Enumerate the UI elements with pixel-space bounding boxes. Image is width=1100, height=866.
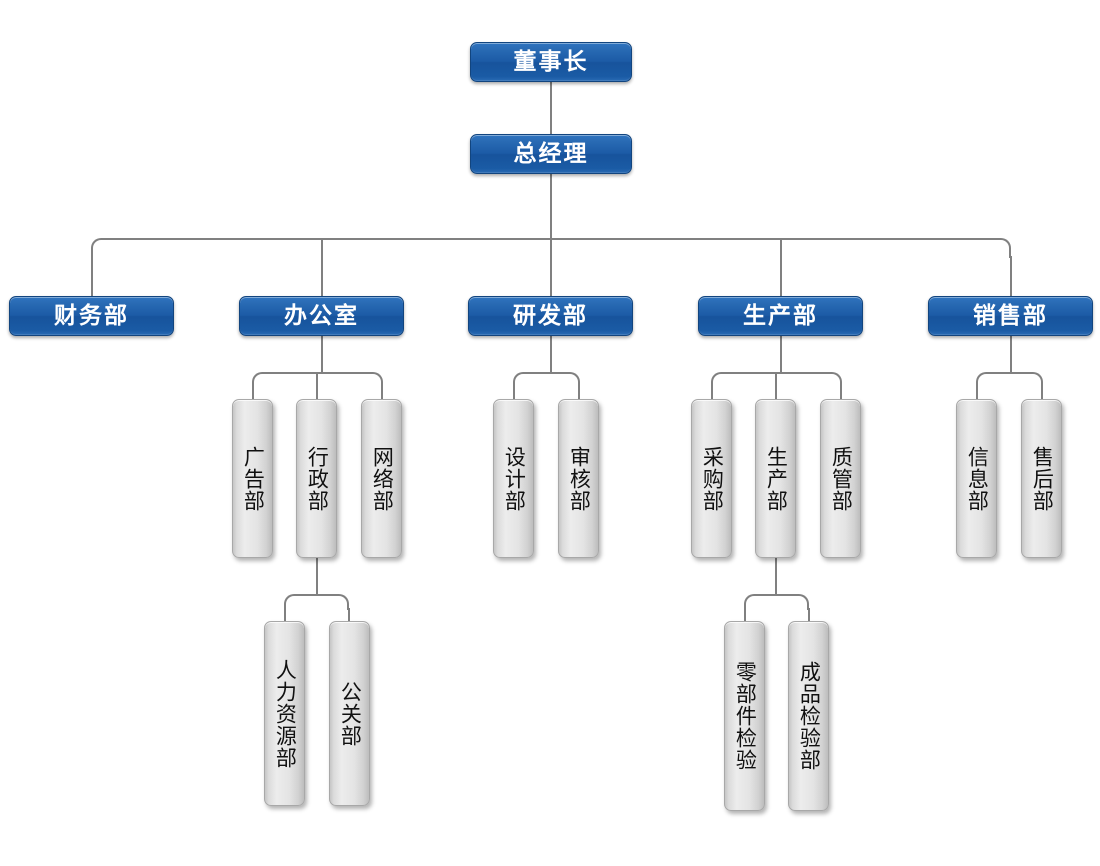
node-procurement[interactable]: 采购部 (691, 399, 732, 558)
node-finance-label: 财务部 (54, 302, 129, 329)
connector-drop-production (780, 238, 782, 296)
connector-drop-office (321, 238, 323, 296)
node-chairman[interactable]: 董事长 (470, 42, 632, 82)
node-hr-label: 人力资源部 (273, 658, 298, 769)
node-information[interactable]: 信息部 (956, 399, 997, 558)
connector-drop-product-inspection (808, 608, 810, 622)
connector-drop-aftersales (1041, 386, 1043, 400)
connector-drop-procurement (711, 386, 713, 400)
connector-drop-manufacturing (775, 372, 777, 400)
connector-drop-parts-inspection (744, 608, 746, 622)
connector-drop-hr (284, 608, 286, 622)
node-manufacturing[interactable]: 生产部 (755, 399, 796, 558)
node-aftersales[interactable]: 售后部 (1021, 399, 1062, 558)
node-product-inspection[interactable]: 成品检验部 (788, 621, 829, 811)
connector-drop-advertising (252, 386, 254, 400)
node-production-label: 生产部 (743, 302, 818, 329)
node-network-label: 网络部 (370, 445, 395, 512)
connector-drop-sales (1010, 256, 1012, 296)
node-design-label: 设计部 (502, 445, 527, 512)
node-sales-label: 销售部 (973, 302, 1048, 329)
connector-administration-stem (316, 558, 318, 594)
node-quality[interactable]: 质管部 (820, 399, 861, 558)
node-design[interactable]: 设计部 (493, 399, 534, 558)
connector-drop-design (513, 386, 515, 400)
node-aftersales-label: 售后部 (1030, 445, 1055, 512)
connector-drop-information (976, 386, 978, 400)
node-product-inspection-label: 成品检验部 (797, 661, 822, 771)
node-parts-inspection[interactable]: 零部件检验 (724, 621, 765, 811)
node-office-label: 办公室 (284, 302, 359, 329)
node-sales[interactable]: 销售部 (928, 296, 1093, 336)
node-hr[interactable]: 人力资源部 (264, 621, 305, 806)
node-review-label: 审核部 (567, 445, 592, 512)
connector-production-stem (780, 336, 782, 372)
node-advertising-label: 广告部 (241, 445, 266, 512)
connector-chairman-to-general-manager (550, 82, 552, 134)
node-review[interactable]: 审核部 (558, 399, 599, 558)
connector-drop-finance (91, 256, 93, 296)
node-network[interactable]: 网络部 (361, 399, 402, 558)
connector-drop-pr (348, 608, 350, 622)
connector-sales-stem (1010, 336, 1012, 372)
node-administration[interactable]: 行政部 (296, 399, 337, 558)
connector-drop-rnd (550, 238, 552, 296)
node-information-label: 信息部 (965, 445, 990, 512)
node-chairman-label: 董事长 (513, 48, 589, 75)
node-pr-label: 公关部 (338, 680, 363, 747)
node-administration-label: 行政部 (305, 445, 330, 512)
node-advertising[interactable]: 广告部 (232, 399, 273, 558)
node-parts-inspection-label: 零部件检验 (733, 661, 758, 771)
node-rnd[interactable]: 研发部 (468, 296, 633, 336)
connector-bus-manufacturing (744, 594, 809, 610)
connector-drop-administration (316, 372, 318, 400)
connector-bus-rnd (513, 372, 580, 388)
node-manufacturing-label: 生产部 (764, 445, 789, 512)
node-office[interactable]: 办公室 (239, 296, 404, 336)
node-general-manager[interactable]: 总经理 (470, 134, 632, 174)
connector-rnd-stem (550, 336, 552, 372)
connector-bus-administration (284, 594, 349, 610)
connector-bus-sales (976, 372, 1043, 388)
node-general-manager-label: 总经理 (513, 140, 589, 167)
node-production[interactable]: 生产部 (698, 296, 863, 336)
node-finance[interactable]: 财务部 (9, 296, 174, 336)
connector-drop-network (381, 386, 383, 400)
node-rnd-label: 研发部 (513, 302, 588, 329)
connector-drop-quality (840, 386, 842, 400)
connector-general-manager-stem (550, 174, 552, 238)
connector-office-stem (321, 336, 323, 372)
node-quality-label: 质管部 (829, 445, 854, 512)
node-pr[interactable]: 公关部 (329, 621, 370, 806)
connector-drop-review (578, 386, 580, 400)
connector-manufacturing-stem (775, 558, 777, 594)
node-procurement-label: 采购部 (700, 445, 725, 512)
